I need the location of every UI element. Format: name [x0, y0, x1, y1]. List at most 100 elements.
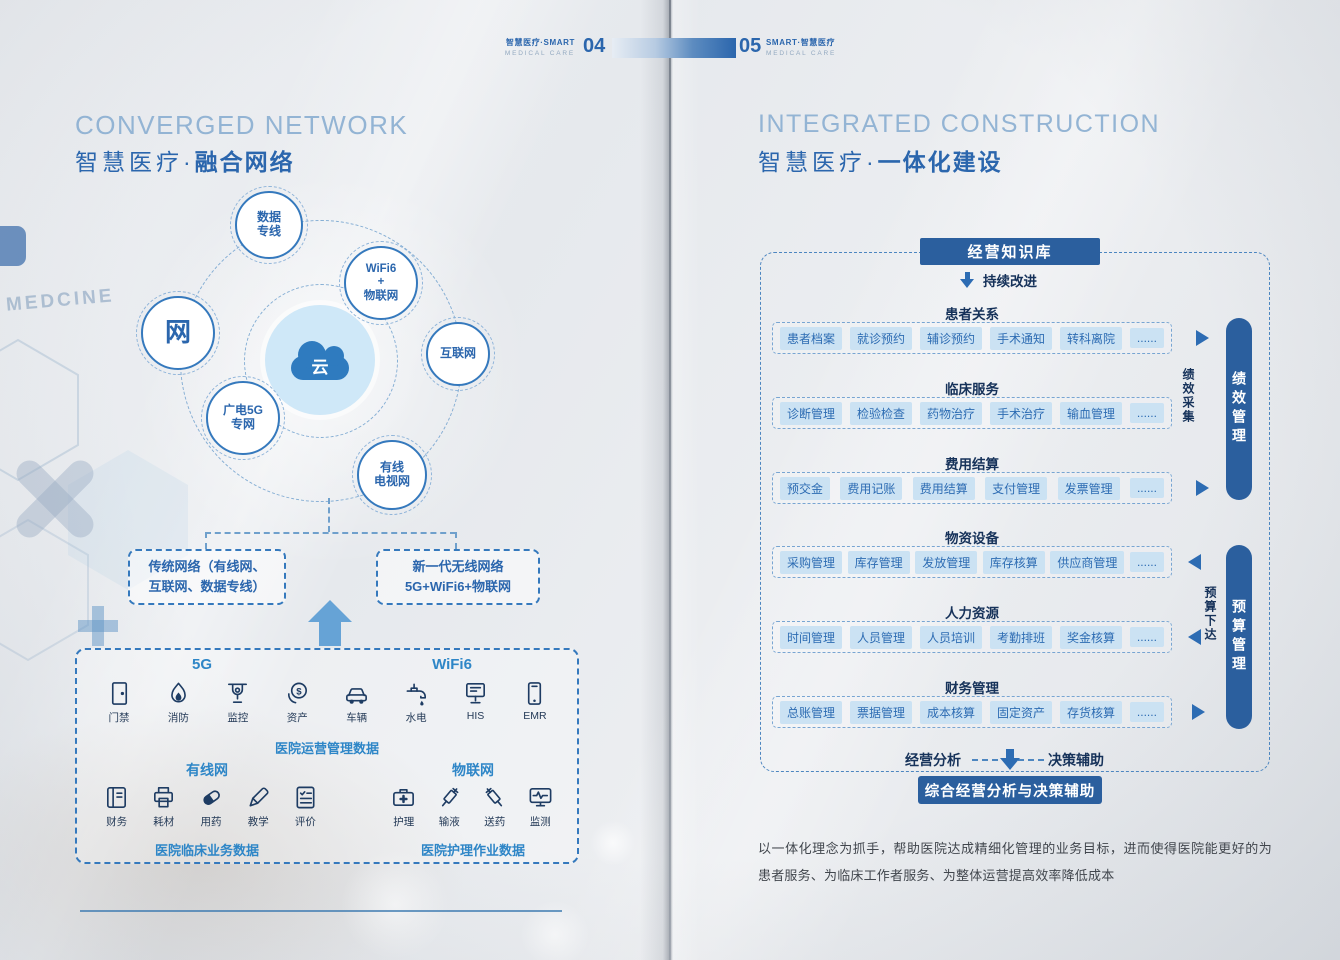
- icon-label: 资产: [286, 712, 308, 724]
- module-chip: ......: [1129, 403, 1164, 423]
- bokeh-circle: [520, 900, 590, 960]
- dash-connector: [1018, 759, 1044, 761]
- header-brand-left: 智慧医疗·SMART MEDICAL CARE: [490, 37, 575, 57]
- module-chip: 考勤排班: [989, 625, 1052, 649]
- icon-label: 车辆: [346, 712, 368, 724]
- panel-item-emr: EMR: [509, 680, 561, 725]
- arrow-right-icon: [1192, 704, 1205, 720]
- faucet-icon: [406, 683, 426, 706]
- analysis-label: 经营分析: [905, 752, 961, 768]
- node-label: 数据: [256, 210, 281, 225]
- section-items: 诊断管理检验检查药物治疗手术治疗输血管理......: [772, 397, 1172, 429]
- icon-label: 水电: [405, 712, 427, 724]
- module-chip: 成本核算: [919, 700, 982, 724]
- brand-line-2: MEDICAL CARE: [766, 50, 837, 57]
- node-label: 有线: [379, 460, 404, 475]
- page-fold-line: [669, 0, 671, 960]
- module-chip: 供应商管理: [1050, 550, 1125, 574]
- nursing-icon-row: 护理输液送药监测: [381, 784, 563, 829]
- dash-connector: [972, 759, 998, 761]
- ledger-icon: [107, 787, 127, 808]
- title-prefix: 智慧医疗·: [75, 149, 195, 175]
- panel-item-capsule: 用药: [187, 784, 234, 829]
- icon-label: EMR: [523, 710, 547, 722]
- page-number-left: 04: [583, 35, 606, 57]
- group-label-iot: 物联网: [452, 762, 494, 778]
- car-icon: [346, 688, 368, 704]
- panel-item-ledger: 财务: [93, 784, 140, 829]
- section-heading: 费用结算: [945, 457, 999, 472]
- section-heading: 人力资源: [945, 606, 999, 621]
- module-chip: 预交金: [780, 476, 831, 500]
- group-label-wired: 有线网: [186, 762, 228, 778]
- node-label: WiFi6: [365, 263, 397, 276]
- panel-item-flame: 消防: [152, 680, 204, 725]
- node-label: 互联网: [439, 346, 476, 361]
- caption-clinical: 医院临床业务数据: [154, 843, 259, 858]
- network-node-data-line: 数据专线: [230, 186, 308, 264]
- netbox-line: 传统网络（有线网、: [148, 558, 266, 574]
- module-chip: 存货核算: [1059, 700, 1122, 724]
- module-chip: 诊断管理: [780, 401, 843, 425]
- netbox-line: 5G+WiFi6+物联网: [404, 579, 512, 594]
- node-label: 广电5G: [222, 403, 263, 418]
- big-down-arrow-icon: [1000, 749, 1020, 770]
- module-chip: 采购管理: [780, 550, 843, 574]
- module-chip: 手术通知: [989, 326, 1052, 350]
- group-label-wifi6: WiFi6: [432, 656, 472, 673]
- module-chip: ......: [1129, 702, 1164, 722]
- brand-line-1: 智慧医疗·SMART: [505, 38, 575, 47]
- printer-icon: [154, 787, 174, 808]
- title-bold: 融合网络: [194, 149, 295, 175]
- module-chip: 时间管理: [780, 625, 843, 649]
- caption-ops: 医院运营管理数据: [274, 741, 379, 756]
- firstaid-icon: [393, 788, 415, 807]
- icon-label: 输液: [438, 816, 460, 828]
- module-chip: 人员培训: [919, 625, 982, 649]
- svg-text:$: $: [296, 686, 302, 697]
- module-chip: ......: [1129, 478, 1164, 498]
- icon-label: 监控: [227, 712, 249, 724]
- flame-icon: [171, 682, 186, 703]
- knowledge-base-box: 经营知识库: [920, 238, 1100, 265]
- module-chip: 票据管理: [849, 700, 912, 724]
- icon-label: 评价: [294, 816, 316, 828]
- icon-label: 消防: [167, 712, 189, 724]
- icon-label: 耗材: [153, 816, 175, 828]
- section-items: 总账管理票据管理成本核算固定资产存货核算......: [772, 696, 1172, 728]
- connector-line: [205, 532, 456, 534]
- node-label: 电视网: [373, 474, 410, 488]
- nextgen-network-box: 新一代无线网络 5G+WiFi6+物联网: [376, 549, 540, 605]
- right-title-zh: 智慧医疗·一体化建设: [758, 143, 1003, 177]
- cloud-label: 云: [311, 358, 329, 377]
- connector-line: [328, 498, 330, 532]
- up-arrow-icon: [308, 600, 352, 622]
- arrow-right-icon: [1196, 330, 1209, 346]
- integrated-analysis-box: 综合经营分析与决策辅助: [918, 776, 1102, 804]
- panel-item-infusion: 输液: [427, 784, 473, 829]
- module-chip: 库存管理: [847, 550, 910, 574]
- module-chip: 手术治疗: [989, 401, 1052, 425]
- syringe-icon: [485, 787, 503, 807]
- icon-label: 护理: [393, 816, 415, 828]
- header-brand-right: SMART·智慧医疗 MEDICAL CARE: [766, 37, 876, 57]
- brand-line-1: SMART·智慧医疗: [766, 38, 836, 47]
- icon-label: 用药: [200, 816, 222, 828]
- medcine-watermark: MEDCINE: [5, 285, 116, 316]
- medical-cross-decor: [78, 620, 118, 632]
- small-down-arrow-icon: [960, 272, 974, 288]
- module-chip: ......: [1129, 627, 1164, 647]
- module-chip: 费用结算: [912, 476, 975, 500]
- module-chip: 支付管理: [985, 476, 1048, 500]
- node-label: 专网: [230, 417, 255, 431]
- node-label: 专线: [256, 224, 281, 238]
- clinical-icon-row: 财务耗材用药教学评价: [93, 784, 329, 829]
- node-label: 物联网: [363, 289, 399, 302]
- section-heading: 患者关系: [945, 307, 999, 322]
- module-chip: 辅诊预约: [919, 326, 982, 350]
- module-chip: 就诊预约: [849, 326, 912, 350]
